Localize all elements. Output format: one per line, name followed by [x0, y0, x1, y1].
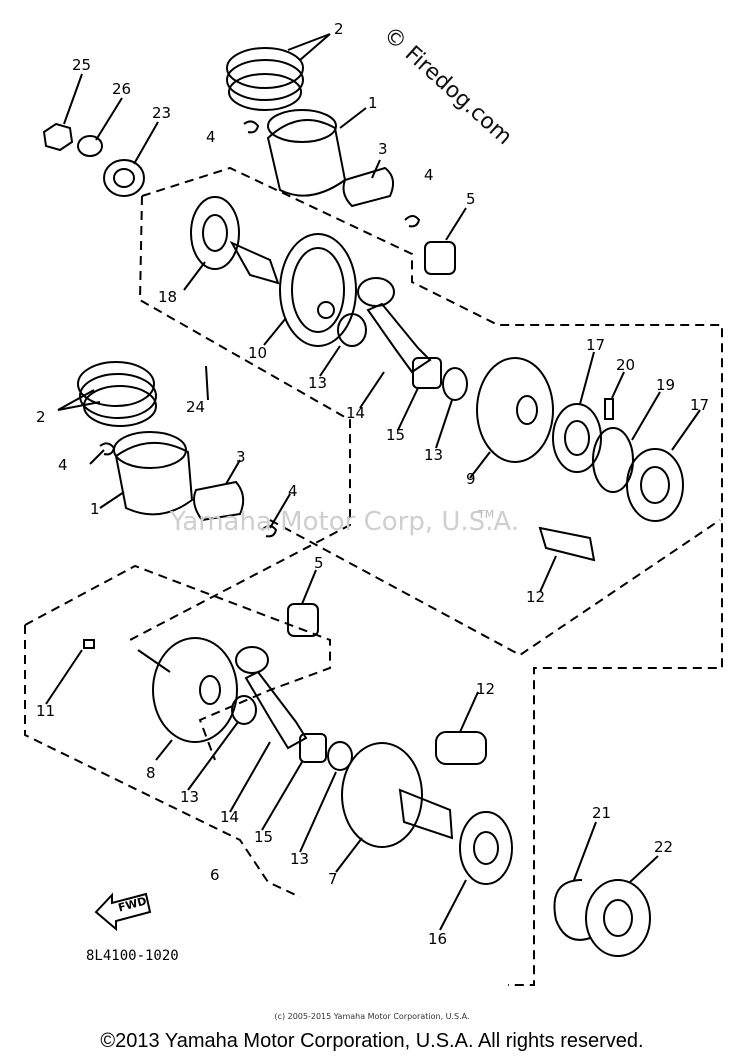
label-26: 26: [112, 80, 132, 98]
tm-mark: TM: [478, 508, 495, 521]
label-4-b: 4: [424, 166, 434, 184]
oil-seal: [103, 159, 145, 197]
label-18: 18: [158, 288, 178, 306]
clip-upper-b: [404, 215, 421, 228]
forward-arrow-icon: [94, 892, 152, 932]
label-19: 19: [656, 376, 676, 394]
label-7: 7: [328, 870, 338, 888]
con-rod-lower: [244, 670, 308, 750]
oil-seal-22: [585, 879, 651, 957]
piston-pin-upper: [342, 166, 395, 208]
label-15-lower: 15: [254, 828, 274, 846]
label-4-c: 4: [58, 456, 68, 474]
label-8: 8: [146, 764, 156, 782]
label-5-lower: 5: [314, 554, 324, 572]
label-25: 25: [72, 56, 92, 74]
needle-bearing-15: [412, 357, 442, 389]
key-11: [83, 639, 95, 649]
label-23: 23: [152, 104, 172, 122]
label-12-lower: 12: [476, 680, 496, 698]
label-22: 22: [654, 838, 674, 856]
piston-lower: [114, 441, 194, 516]
shaft-12-lower: [435, 731, 487, 765]
bearing-17a: [552, 403, 602, 473]
label-21: 21: [592, 804, 612, 822]
needle-bearing-15-lower: [299, 733, 327, 763]
needle-bearing-lower: [287, 603, 319, 637]
label-15-upper: 15: [386, 426, 406, 444]
crank-shaft-upper: [229, 240, 280, 285]
label-11: 11: [36, 702, 56, 720]
needle-bearing-upper: [424, 241, 456, 275]
label-3-lower: 3: [236, 448, 246, 466]
piston-ring-upper: [226, 47, 304, 89]
bearing-16: [459, 811, 513, 885]
label-13-a: 13: [308, 374, 328, 392]
crank-web-9: [476, 357, 554, 463]
small-end-lower: [235, 646, 269, 674]
label-14-upper: 14: [346, 404, 366, 422]
label-13-c: 13: [180, 788, 200, 806]
label-24: 24: [186, 398, 206, 416]
label-4-d: 4: [288, 482, 298, 500]
washer: [77, 135, 103, 157]
nut: [42, 122, 74, 152]
label-9: 9: [466, 470, 476, 488]
label-17-b: 17: [690, 396, 710, 414]
label-13-b: 13: [424, 446, 444, 464]
lower-assembly-outline: [24, 564, 331, 761]
bearing-13-upper: [337, 313, 367, 347]
label-12-upper: 12: [526, 588, 546, 606]
small-end: [357, 277, 395, 307]
label-6: 6: [210, 866, 220, 884]
bearing-17b: [626, 448, 684, 522]
lower-assembly-outline-2: [24, 625, 301, 898]
label-3-upper: 3: [378, 140, 388, 158]
label-20: 20: [616, 356, 636, 374]
label-4-a: 4: [206, 128, 216, 146]
label-17-a: 17: [586, 336, 606, 354]
shaft-12-upper: [538, 526, 596, 562]
con-rod-upper: [366, 302, 432, 374]
copyright-main: ©2013 Yamaha Motor Corporation, U.S.A. A…: [100, 1030, 644, 1052]
collar-19: [592, 427, 634, 493]
label-1-lower: 1: [90, 500, 100, 518]
yamaha-watermark: Yamaha Motor Corp, U.S.A.: [170, 507, 520, 537]
clip-upper-a: [243, 120, 260, 134]
label-10: 10: [248, 344, 268, 362]
label-13-d: 13: [290, 850, 310, 868]
pin-20: [604, 398, 614, 420]
label-2-lower: 2: [36, 408, 46, 426]
piston-ring-lower: [77, 361, 155, 407]
upper-assembly-outline-left: [129, 195, 351, 641]
washer-13-b: [442, 367, 468, 401]
piston-pin-lower: [193, 480, 245, 522]
bearing-18: [190, 196, 240, 270]
crank-web-7: [341, 742, 423, 848]
crank-web-10: [279, 233, 357, 347]
label-14-lower: 14: [220, 808, 240, 826]
label-2-upper: 2: [334, 20, 344, 38]
clip-lower-b: [261, 525, 278, 538]
bearing-13-lower: [231, 695, 257, 725]
circlip-21: [553, 879, 591, 941]
upper-assembly-outline: [141, 166, 723, 986]
center-dashed-line: [269, 519, 721, 657]
copyright-small: (c) 2005-2015 Yamaha Motor Corporation, …: [274, 1012, 470, 1021]
diagram-code: 8L4100-1020: [86, 948, 179, 964]
label-1-upper: 1: [368, 94, 378, 112]
label-5-upper: 5: [466, 190, 476, 208]
label-16: 16: [428, 930, 448, 948]
washer-13-lower: [327, 741, 353, 771]
crank-web-8: [152, 637, 238, 743]
clip-lower-a: [99, 442, 116, 456]
